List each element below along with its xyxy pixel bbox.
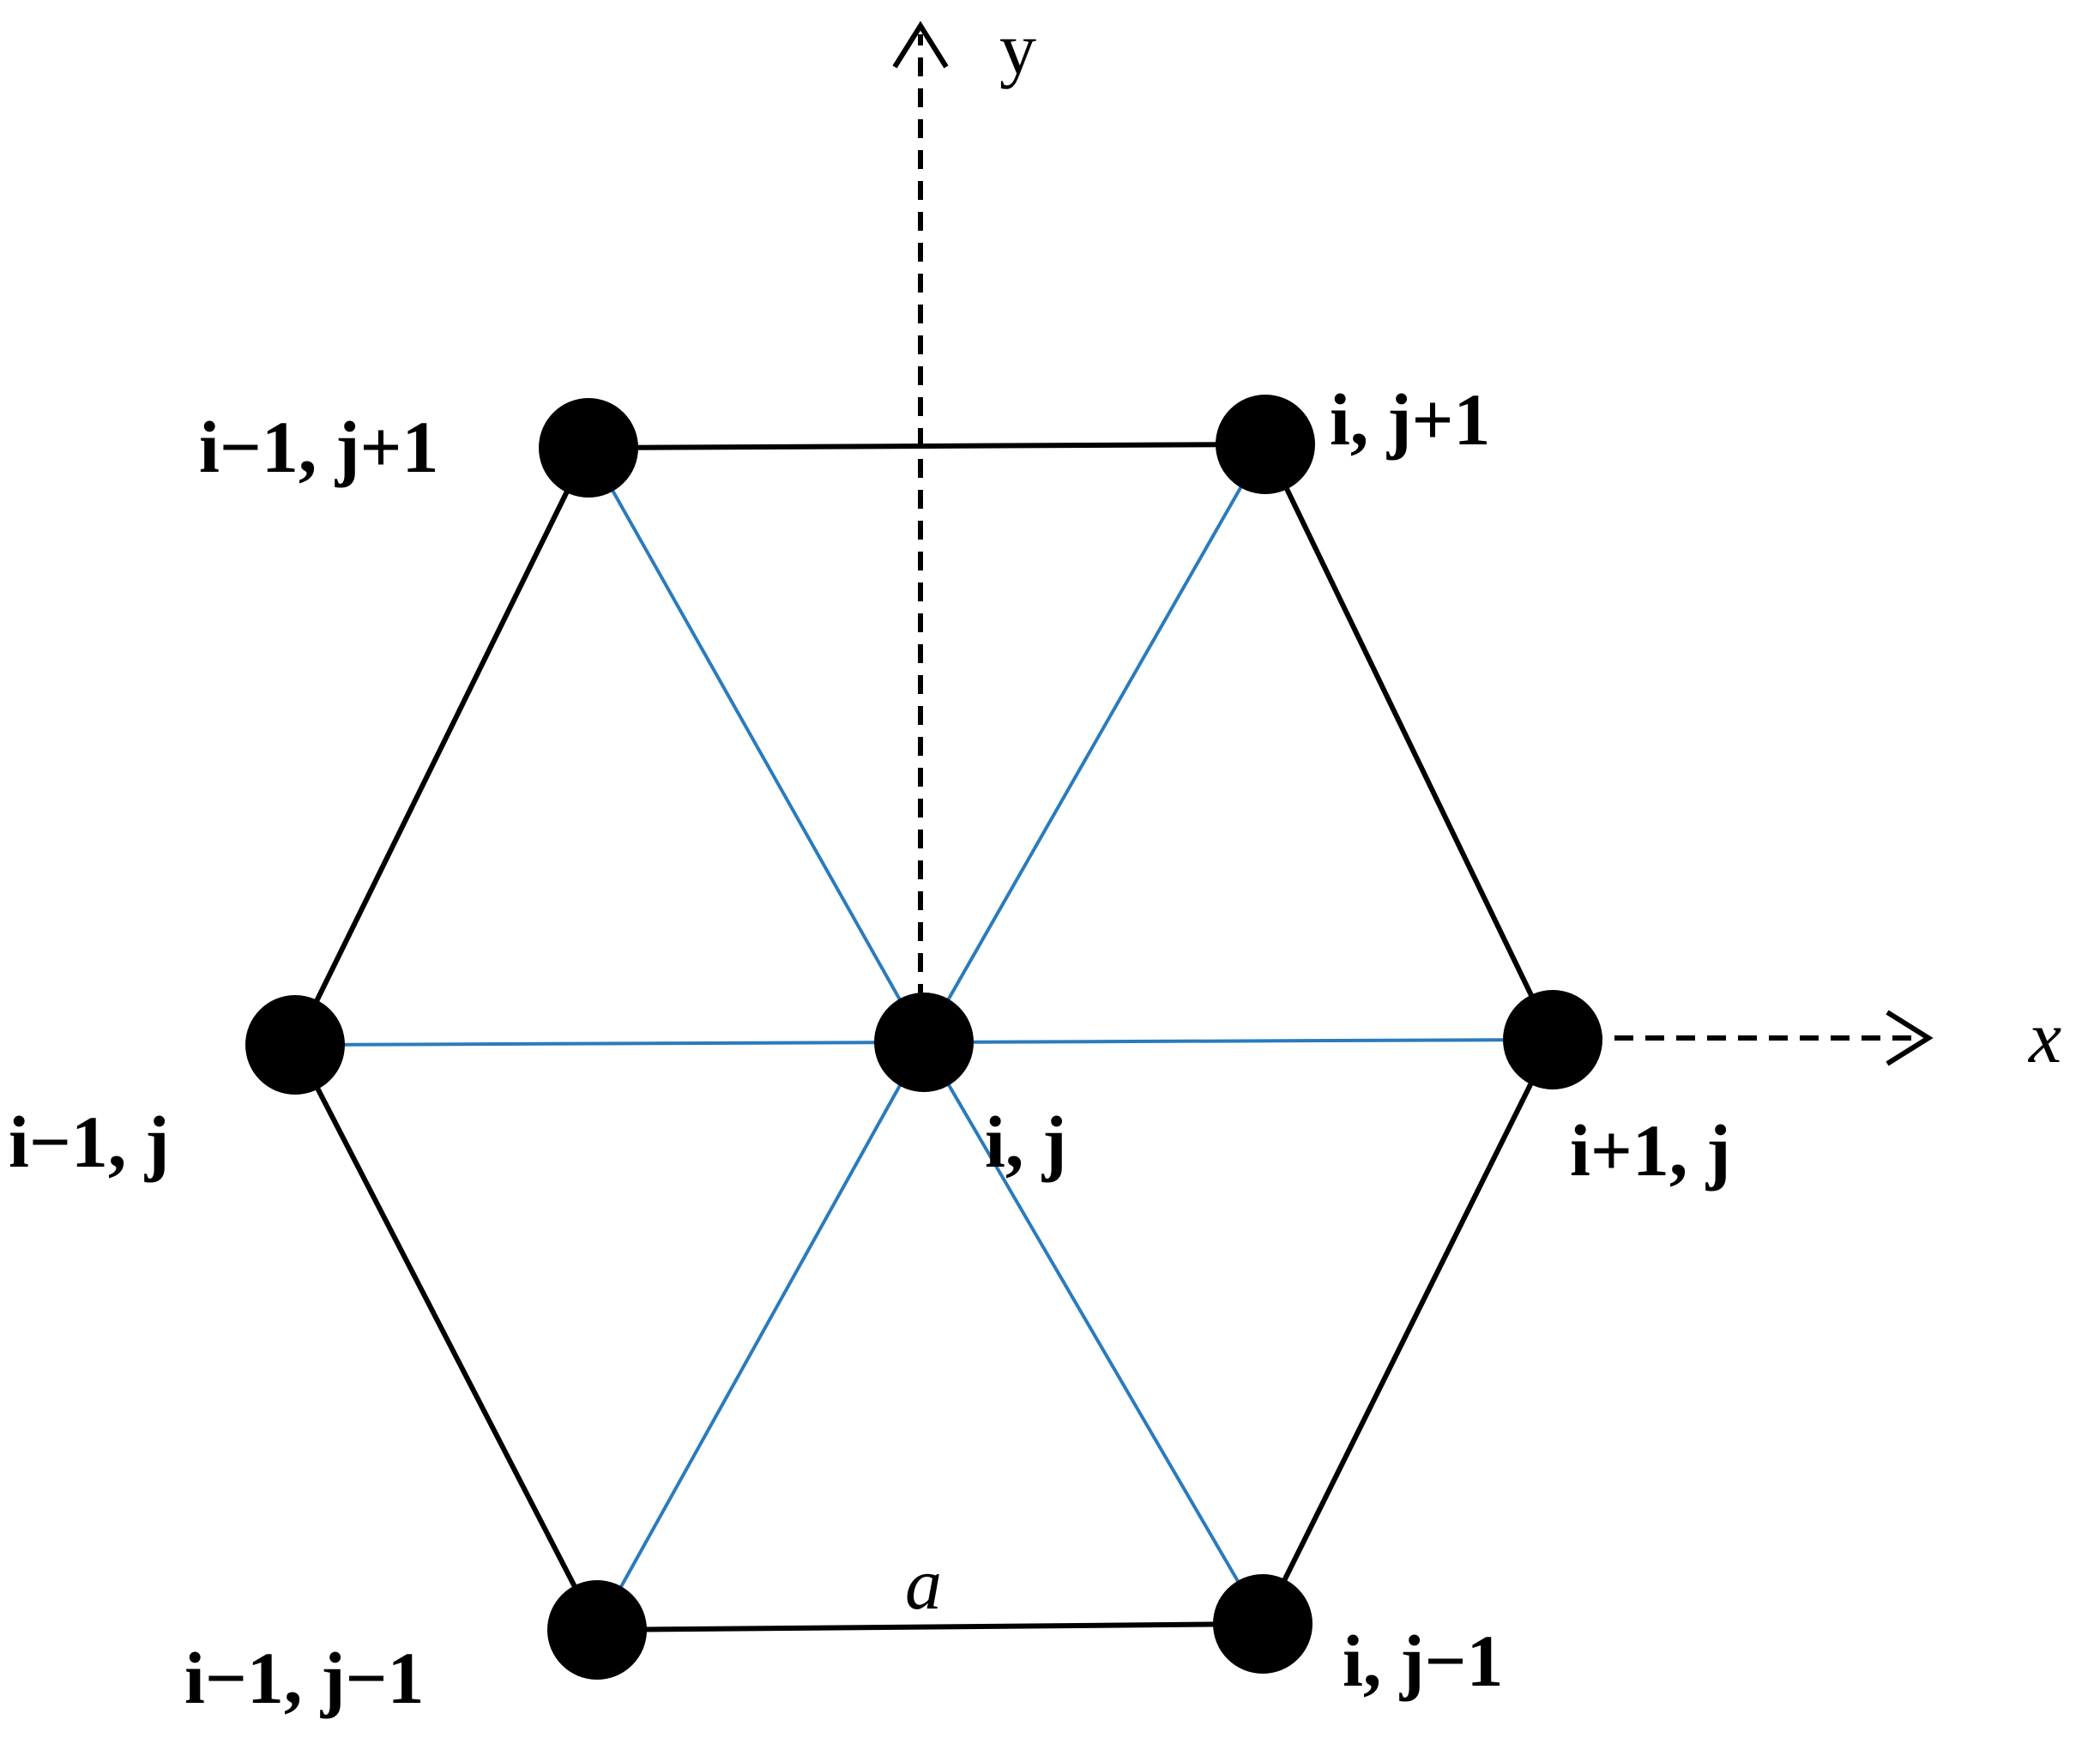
spoke-lower-left: [595, 1041, 926, 1631]
node-left: [245, 995, 345, 1095]
hex-edge-lower-right: [1260, 1038, 1555, 1626]
hex-edge-bottom: [596, 1621, 1264, 1632]
spoke-left: [294, 1041, 925, 1047]
label-center: i, j: [985, 1101, 1067, 1183]
node-lower-right: [1213, 1574, 1312, 1674]
spoke-upper-left: [587, 447, 926, 1043]
label-left: i−1, j: [9, 1101, 170, 1183]
x-axis-label: x: [2027, 996, 2061, 1078]
node-upper-right: [1216, 395, 1315, 494]
y-axis-arrowhead: [892, 21, 949, 69]
node-upper-left: [539, 398, 638, 498]
hexagon: [293, 442, 1555, 1632]
hex-edge-top: [588, 442, 1266, 450]
y-axis-label: y: [999, 7, 1036, 89]
label-lower-right: i, j−1: [1343, 1620, 1504, 1702]
nodes: [245, 395, 1602, 1680]
node-lower-left: [547, 1580, 647, 1680]
node-right: [1503, 990, 1602, 1089]
spoke-right: [923, 1038, 1554, 1044]
hex-edge-upper-right: [1263, 443, 1555, 1041]
label-right: i+1, j: [1570, 1109, 1731, 1192]
spoke-upper-right: [922, 444, 1267, 1043]
node-center: [874, 993, 974, 1092]
spoke-lower-right: [922, 1041, 1264, 1626]
label-upper-left: i−1, j+1: [199, 406, 439, 488]
label-upper-right: i, j+1: [1330, 378, 1491, 461]
hex-edge-upper-left: [293, 446, 591, 1047]
label-lower-left: i−1, j−1: [184, 1637, 425, 1719]
spokes: [294, 444, 1554, 1631]
edge-length-label: a: [905, 1542, 942, 1625]
hex-edge-lower-left: [293, 1043, 600, 1632]
x-axis-arrowhead: [1886, 1010, 1934, 1066]
